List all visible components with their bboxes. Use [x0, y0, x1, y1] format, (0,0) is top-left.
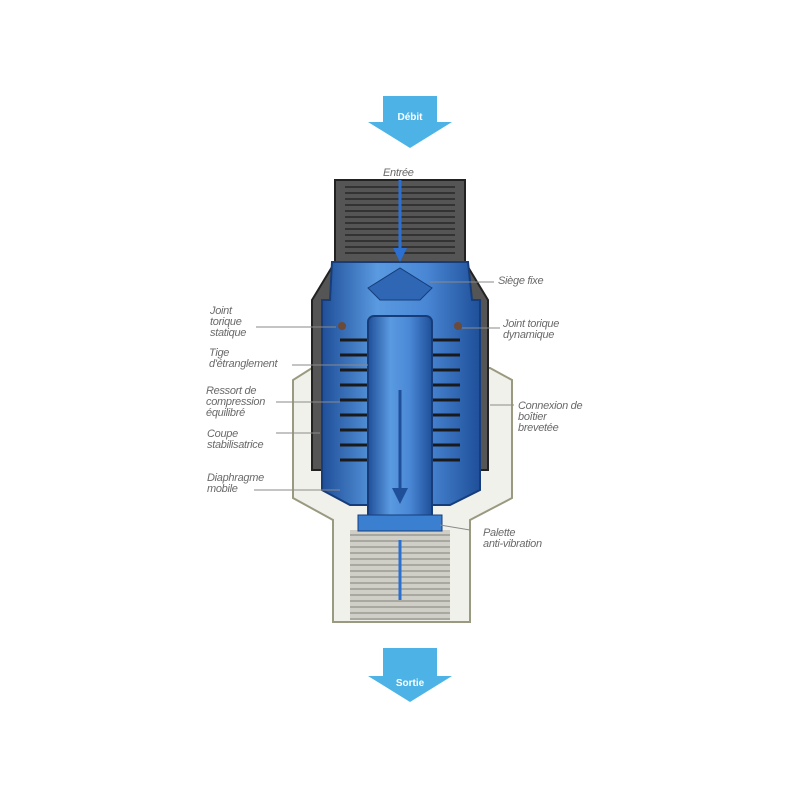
- flow-in-label: Débit: [397, 112, 423, 123]
- leader-lines: [254, 281, 514, 531]
- fixed-seat: [367, 267, 433, 301]
- flow-out-arrow: [368, 648, 452, 702]
- label-ressort: Ressort de compression équilibré: [206, 385, 266, 419]
- label-siege-fixe: Siège fixe: [498, 275, 544, 287]
- label-coupe: Coupe stabilisatrice: [207, 428, 264, 451]
- label-diaphragme: Diaphragme mobile: [207, 472, 264, 495]
- flow-out-label: Sortie: [395, 678, 425, 689]
- label-joint-dynamique: Joint torique dynamique: [503, 318, 560, 341]
- label-connexion: Connexion de boîtier brevetée: [518, 400, 583, 434]
- flow-in-arrow: [368, 96, 452, 148]
- label-entree: Entrée: [383, 167, 414, 179]
- label-tige: Tige d'étranglement: [209, 347, 278, 370]
- label-joint-statique: Joint torique statique: [210, 305, 247, 339]
- label-palette: Palette anti-vibration: [483, 527, 542, 550]
